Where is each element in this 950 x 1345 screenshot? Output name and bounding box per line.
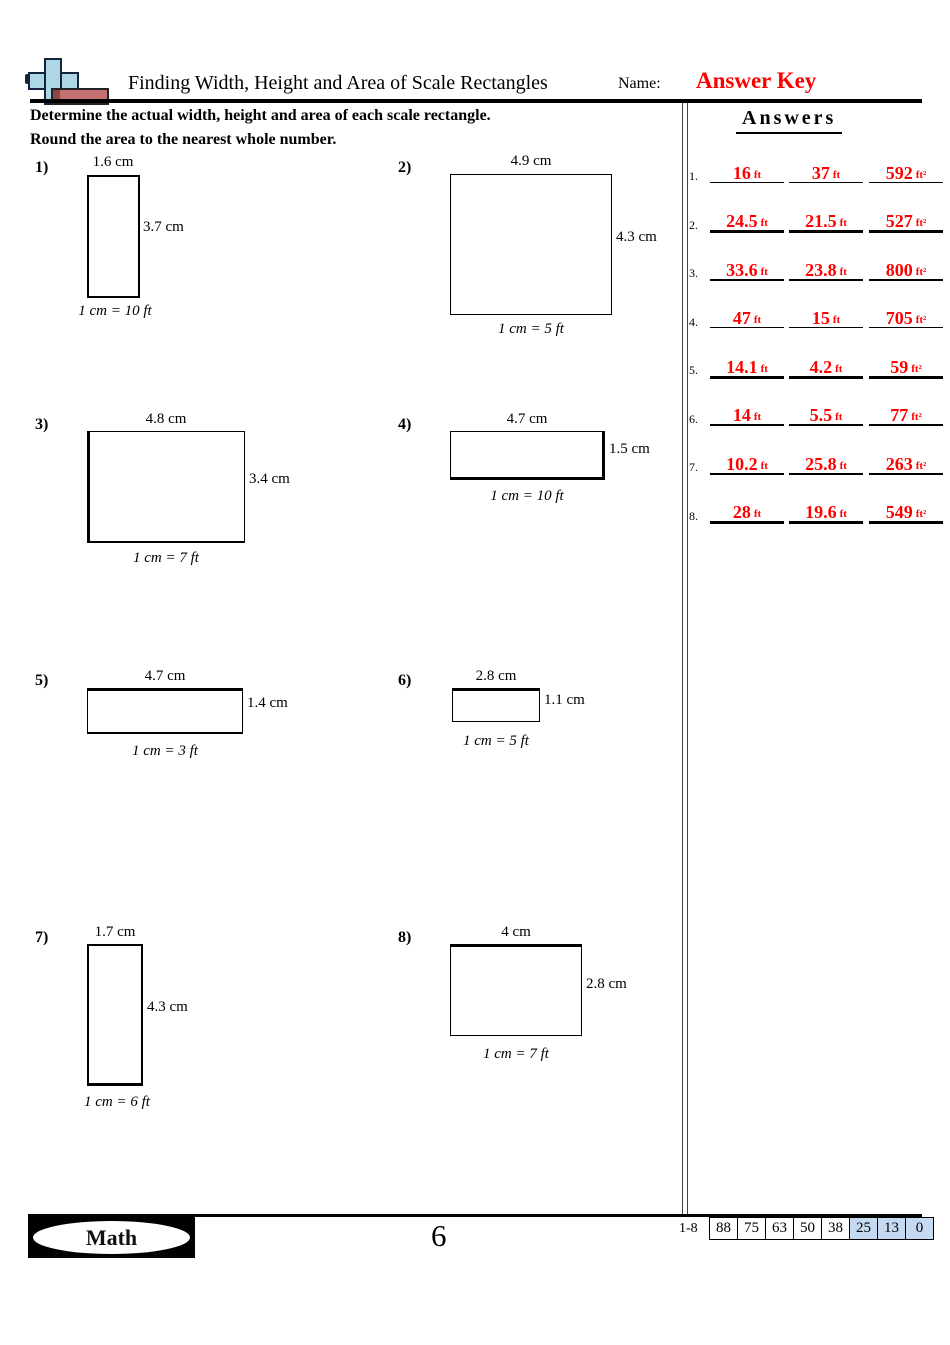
width-label: 4.9 cm bbox=[510, 153, 552, 169]
problem-number: 5) bbox=[35, 672, 49, 689]
score-range-label: 1-8 bbox=[679, 1221, 698, 1236]
scale-rectangle bbox=[450, 174, 612, 315]
answer-index: 5. bbox=[689, 363, 698, 377]
width-label: 2.8 cm bbox=[475, 668, 517, 684]
scale-text: 1 cm = 5 ft bbox=[498, 321, 564, 337]
answer-index: 8. bbox=[689, 509, 698, 523]
logo-ellipse: Math bbox=[33, 1221, 190, 1254]
width-label: 4.7 cm bbox=[144, 668, 186, 684]
score-cell: 88 bbox=[709, 1217, 738, 1240]
score-cell: 25 bbox=[849, 1217, 878, 1240]
height-label: 3.7 cm bbox=[143, 219, 184, 235]
footer-rule bbox=[28, 1214, 922, 1217]
height-label: 2.8 cm bbox=[586, 976, 627, 992]
height-label: 1.5 cm bbox=[609, 441, 650, 457]
height-label: 4.3 cm bbox=[147, 999, 188, 1015]
page-title: Finding Width, Height and Area of Scale … bbox=[128, 72, 548, 94]
scale-rectangle bbox=[87, 944, 143, 1086]
height-label: 1.4 cm bbox=[247, 695, 288, 711]
height-label: 1.1 cm bbox=[544, 692, 585, 708]
problem-number: 7) bbox=[35, 929, 49, 946]
scale-text: 1 cm = 7 ft bbox=[133, 550, 199, 566]
height-label: 3.4 cm bbox=[249, 471, 290, 487]
width-label: 4.7 cm bbox=[506, 411, 548, 427]
instructions-line2: Round the area to the nearest whole numb… bbox=[30, 131, 337, 148]
width-label: 4.8 cm bbox=[145, 411, 187, 427]
scale-text: 1 cm = 3 ft bbox=[132, 743, 198, 759]
problem-number: 3) bbox=[35, 416, 49, 433]
instructions-line1: Determine the actual width, height and a… bbox=[30, 107, 491, 124]
answer-key-text: Answer Key bbox=[696, 68, 817, 93]
width-label: 1.7 cm bbox=[94, 924, 136, 940]
score-cell: 0 bbox=[905, 1217, 934, 1240]
logo-text: Math bbox=[85, 1224, 138, 1250]
score-cell: 13 bbox=[877, 1217, 906, 1240]
page-number: 6 bbox=[431, 1218, 447, 1253]
answer-index: 7. bbox=[689, 460, 698, 474]
score-cell: 75 bbox=[737, 1217, 766, 1240]
scale-rectangle bbox=[87, 431, 245, 543]
math-series-logo: Math bbox=[28, 1217, 195, 1258]
answer-index: 4. bbox=[689, 315, 698, 329]
grading-table: 88 75 63 50 38 25 13 0 bbox=[709, 1217, 934, 1240]
header-rule bbox=[30, 99, 922, 103]
problem-number: 1) bbox=[35, 159, 49, 176]
width-label: 1.6 cm bbox=[92, 154, 134, 170]
cross-cap-icon bbox=[25, 74, 29, 84]
name-label: Name: bbox=[618, 75, 661, 92]
problem-number: 4) bbox=[398, 416, 412, 433]
answers-title: Answers bbox=[736, 107, 843, 134]
scale-text: 1 cm = 10 ft bbox=[78, 303, 152, 319]
width-label: 4 cm bbox=[501, 924, 531, 940]
scale-rectangle bbox=[450, 944, 582, 1036]
problem-number: 8) bbox=[398, 929, 412, 946]
scale-text: 1 cm = 6 ft bbox=[84, 1094, 150, 1110]
score-cell: 50 bbox=[793, 1217, 822, 1240]
math-plus-brick-logo bbox=[25, 57, 109, 105]
problem-number: 2) bbox=[398, 159, 412, 176]
scale-rectangle bbox=[450, 431, 605, 480]
score-cell: 38 bbox=[821, 1217, 850, 1240]
answer-index: 6. bbox=[689, 412, 698, 426]
score-cell: 63 bbox=[765, 1217, 794, 1240]
scale-text: 1 cm = 7 ft bbox=[483, 1046, 549, 1062]
answer-index: 3. bbox=[689, 266, 698, 280]
scale-rectangle bbox=[87, 688, 243, 734]
scale-text: 1 cm = 10 ft bbox=[490, 488, 564, 504]
scale-rectangle bbox=[87, 175, 140, 298]
answer-index: 1. bbox=[689, 169, 698, 183]
scale-text: 1 cm = 5 ft bbox=[463, 733, 529, 749]
brick-cap-icon bbox=[51, 88, 60, 105]
scale-rectangle bbox=[452, 688, 540, 722]
answer-index: 2. bbox=[689, 218, 698, 232]
height-label: 4.3 cm bbox=[616, 229, 657, 245]
problem-number: 6) bbox=[398, 672, 412, 689]
column-divider bbox=[682, 103, 688, 1215]
